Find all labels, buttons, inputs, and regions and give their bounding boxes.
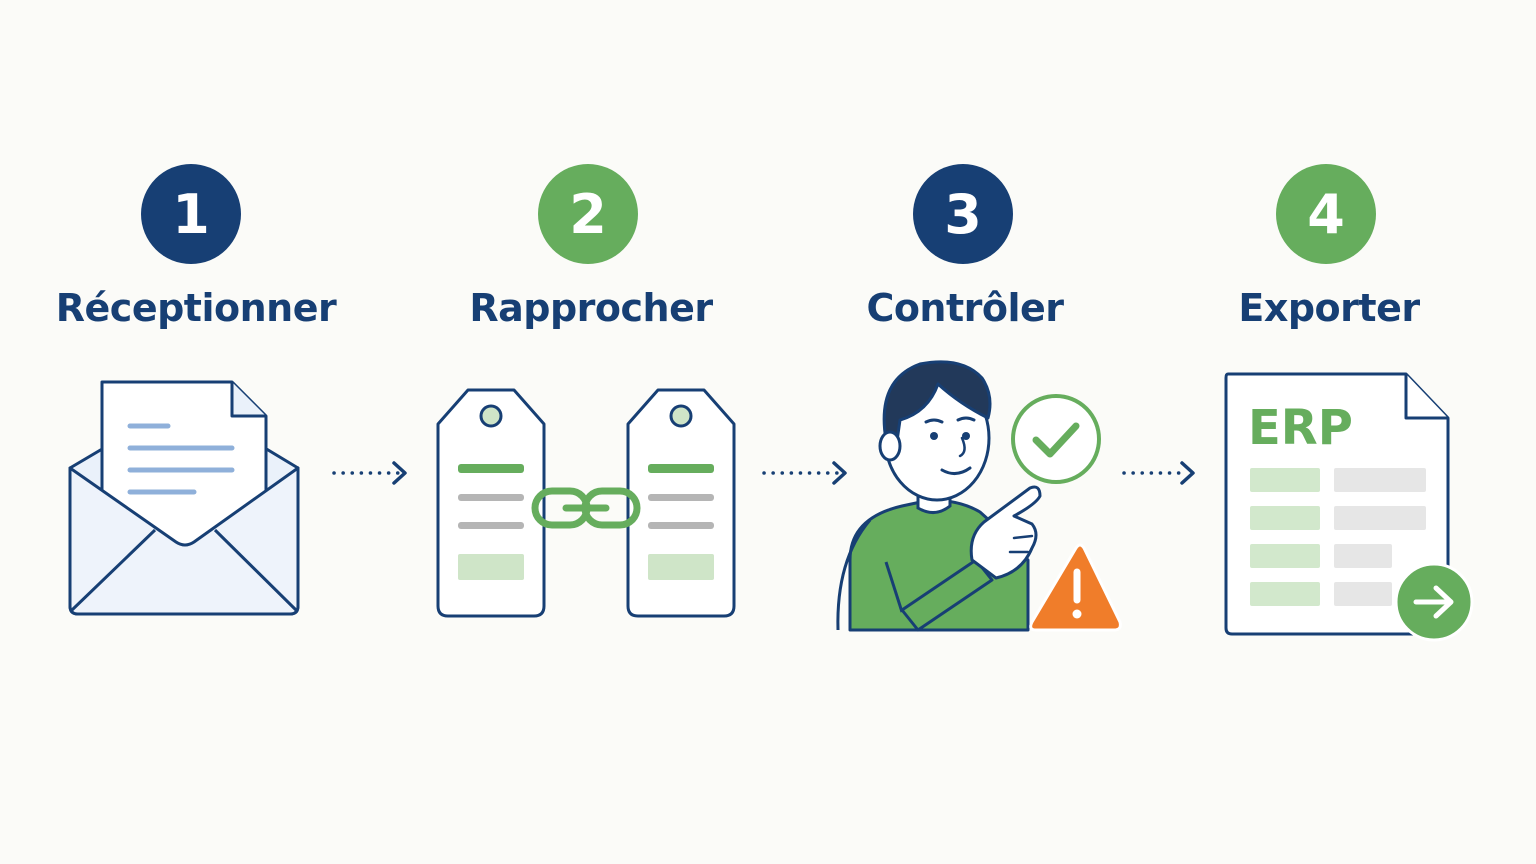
document-icon: ERP	[1224, 372, 1450, 636]
step-2-number: 2	[569, 182, 607, 246]
tag-icon-left	[436, 388, 546, 618]
flow-arrow-3	[1122, 461, 1195, 485]
step-4-number: 4	[1307, 182, 1345, 246]
chain-link-icon	[531, 487, 641, 529]
erp-title: ERP	[1248, 400, 1353, 456]
step-1-label: Réceptionner	[55, 286, 337, 330]
step-1-number: 1	[172, 182, 210, 246]
step-4-label: Exporter	[1238, 286, 1420, 330]
step-2-badge: 2	[538, 164, 638, 264]
step-4-badge: 4	[1276, 164, 1376, 264]
arrow-right-icon	[1394, 562, 1474, 642]
step-3-number: 3	[944, 182, 982, 246]
tag-icon-right	[626, 388, 736, 618]
flow-arrow-1	[332, 461, 407, 485]
envelope-icon	[68, 380, 300, 616]
person-icon	[836, 360, 1042, 632]
step-3-badge: 3	[913, 164, 1013, 264]
warning-icon	[1029, 543, 1122, 632]
step-2-label: Rapprocher	[469, 286, 713, 330]
check-circle-icon	[1011, 394, 1101, 484]
step-3-label: Contrôler	[866, 286, 1064, 330]
flow-arrow-2	[762, 461, 847, 485]
step-1-badge: 1	[141, 164, 241, 264]
